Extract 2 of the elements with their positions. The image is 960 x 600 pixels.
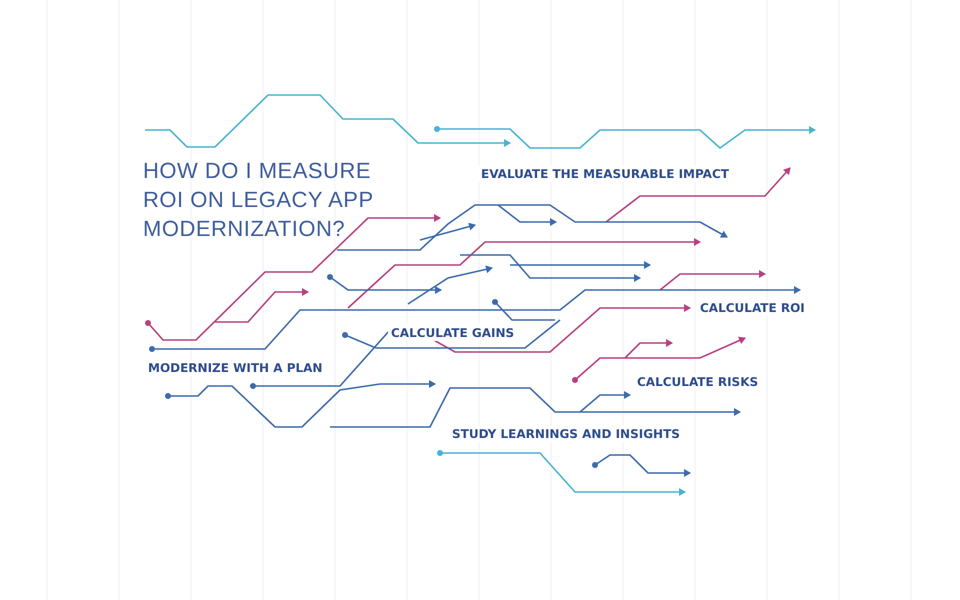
step-label: EVALUATE THE MEASURABLE IMPACT <box>478 166 732 182</box>
title: HOW DO I MEASURE ROI ON LEGACY APP MODERNIZATION? <box>143 157 374 243</box>
